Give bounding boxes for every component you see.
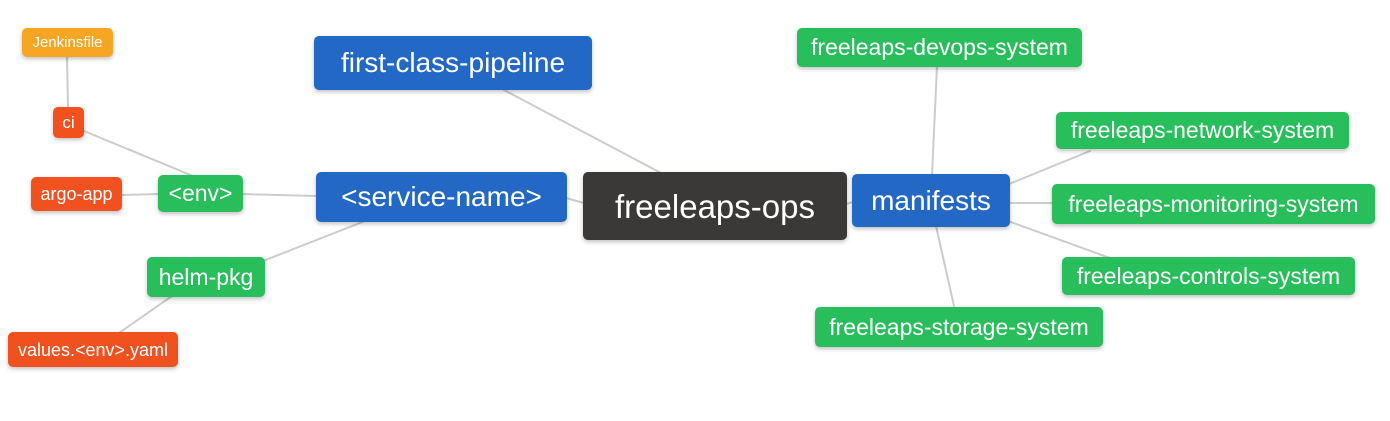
edge-helm-pkg-values bbox=[118, 295, 173, 334]
node-freeleaps-storage-system[interactable]: freeleaps-storage-system bbox=[815, 307, 1103, 347]
node-helm-pkg[interactable]: helm-pkg bbox=[147, 257, 265, 297]
node-freeleaps-controls-system[interactable]: freeleaps-controls-system bbox=[1062, 257, 1355, 295]
edge-pipeline-ops bbox=[503, 89, 662, 174]
node-ci[interactable]: ci bbox=[53, 107, 84, 138]
node-env[interactable]: <env> bbox=[158, 175, 243, 212]
edge-ops-manifests bbox=[845, 201, 854, 205]
node-freeleaps-ops[interactable]: freeleaps-ops bbox=[583, 172, 847, 240]
edge-service-name-ops bbox=[565, 197, 585, 204]
node-values-env-yaml[interactable]: values.<env>.yaml bbox=[8, 332, 178, 367]
node-freeleaps-network-system[interactable]: freeleaps-network-system bbox=[1056, 112, 1349, 149]
edge-manifests-storage bbox=[935, 225, 955, 307]
node-first-class-pipeline[interactable]: first-class-pipeline bbox=[314, 36, 592, 90]
node-freeleaps-devops-system[interactable]: freeleaps-devops-system bbox=[797, 28, 1082, 67]
node-argo-app[interactable]: argo-app bbox=[31, 177, 122, 211]
node-freeleaps-monitoring-system[interactable]: freeleaps-monitoring-system bbox=[1052, 184, 1375, 224]
node-manifests[interactable]: manifests bbox=[852, 174, 1010, 227]
node-jenkinsfile[interactable]: Jenkinsfile bbox=[22, 28, 113, 57]
edge-manifests-controls bbox=[1007, 220, 1111, 259]
edge-manifests-network bbox=[1008, 150, 1091, 185]
edge-helm-pkg-service-name bbox=[262, 220, 366, 262]
edge-manifests-devops bbox=[931, 65, 938, 176]
edge-ci-env bbox=[83, 130, 194, 177]
edge-jenkinsfile-ci bbox=[66, 56, 69, 109]
edge-env-service-name bbox=[241, 193, 318, 197]
node-service-name[interactable]: <service-name> bbox=[316, 172, 567, 222]
edge-argo-app-env bbox=[120, 193, 160, 196]
